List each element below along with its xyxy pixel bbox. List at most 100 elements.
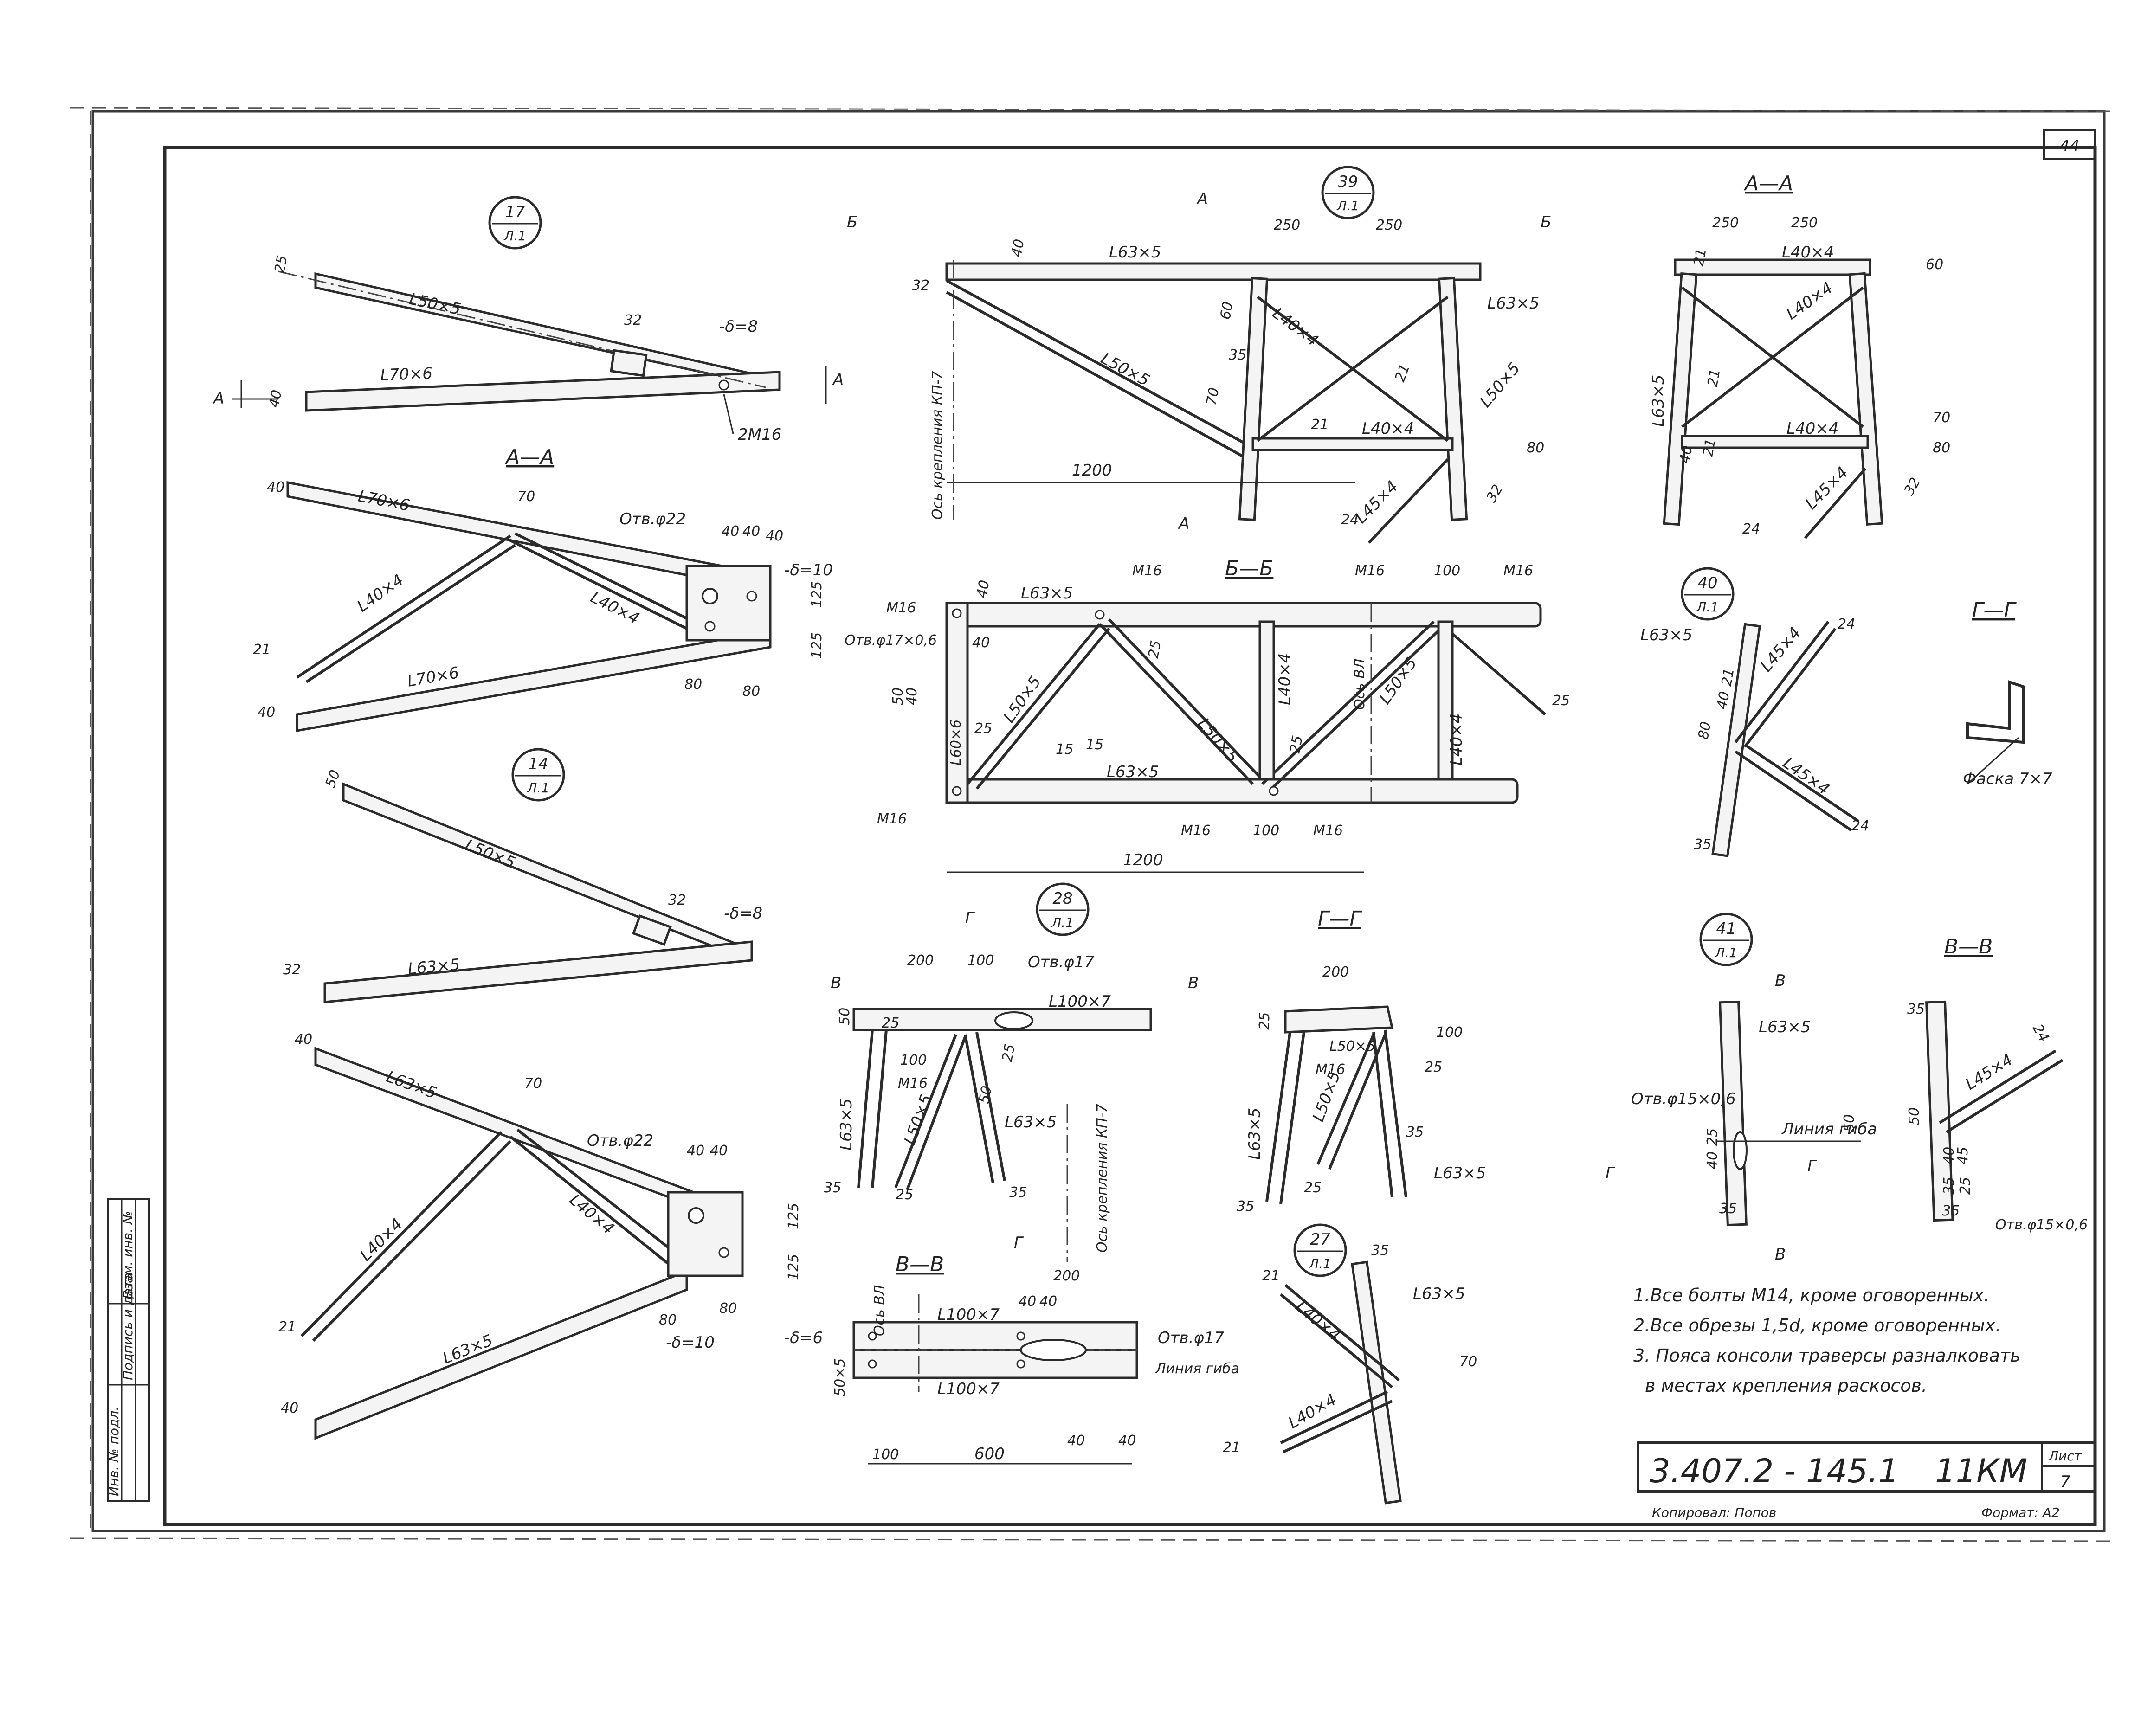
detail-39-label-l40-bot: L40×4 <box>1362 419 1414 438</box>
detail-14-sheet: Л.1 <box>527 780 549 796</box>
detail-17-dim-25: 25 <box>271 254 290 275</box>
detail-39-dim-32b: 32 <box>1483 482 1506 505</box>
bb-label-l50-c: L50×5 <box>1194 714 1242 766</box>
aa-right-label-l40-top: L40×4 <box>1782 243 1834 262</box>
detail-14-label-l50: L50×5 <box>463 836 518 872</box>
vv-right-dim-45: 45 <box>1955 1147 1971 1164</box>
detail-39-dim-250b: 250 <box>1376 217 1402 233</box>
aa-left-dim-80a: 80 <box>684 676 702 693</box>
detail-41-dim-35: 35 <box>1719 1201 1737 1217</box>
detail-39-dim-35: 35 <box>1229 347 1246 363</box>
vv-right-label-l45: L45×4 <box>1962 1050 2016 1093</box>
sheet-number-top: 44 <box>2059 137 2079 155</box>
section-aa-right: А—А L40×4 L40×4 L40×4 L63×5 L45×4 250 25… <box>1649 172 1950 539</box>
gg-mid-dim-25b: 25 <box>1425 1059 1442 1075</box>
gg-mid-label-l63-b: L63×5 <box>1434 1164 1486 1183</box>
vv-left-dim-40d: 40 <box>1118 1433 1136 1449</box>
gg-right-chamfer: Фаска 7×7 <box>1963 770 2052 788</box>
vv-left-label-bend: Линия гиба <box>1155 1361 1239 1377</box>
detail-28-label-l63-a: L63×5 <box>837 1099 856 1151</box>
aa-left-dim-40b: 40 <box>742 523 760 540</box>
lower-left-dim-80a: 80 <box>659 1312 677 1328</box>
bb-label-l63-bot: L63×5 <box>1107 763 1159 781</box>
bb-label-l40-b: L40×4 <box>1447 714 1466 765</box>
detail-28-label-l100: L100×7 <box>1049 992 1111 1011</box>
detail-41-label-bend: Линия гиба <box>1781 1120 1877 1138</box>
detail-17-number: 17 <box>505 203 525 221</box>
section-bb-title: Б—Б <box>1225 557 1273 580</box>
detail-28-dim-50: 50 <box>837 1008 853 1025</box>
detail-28-dim-25c: 25 <box>882 1015 899 1031</box>
lower-left-dim-40a: 40 <box>687 1143 704 1159</box>
gg-mid-dim-200: 200 <box>1322 964 1349 980</box>
detail-14-marker <box>511 748 565 802</box>
aa-left-dim-21: 21 <box>253 642 271 658</box>
aa-left-dim-40c: 40 <box>267 479 284 495</box>
detail-40-dim-24a: 24 <box>1838 616 1855 632</box>
detail-40-number: 40 <box>1697 574 1717 592</box>
gg-mid-dim-35b: 35 <box>1237 1198 1254 1215</box>
detail-14-dim-32b: 32 <box>283 962 301 978</box>
note-2: 2.Все обрезы 1,5d, кроме оговоренных. <box>1633 1315 2001 1336</box>
stamp-list-value: 7 <box>2060 1472 2070 1491</box>
aa-right-dim-21b: 21 <box>1704 368 1723 388</box>
note-3: 3. Пояса консоли траверсы разналковать <box>1633 1345 2020 1366</box>
detail-28-label-m16: М16 <box>898 1075 928 1092</box>
detail-41-section-v-top: В <box>1775 971 1786 990</box>
detail-17-marker <box>488 196 542 250</box>
gg-mid-dim-25a: 25 <box>1257 1012 1273 1030</box>
detail-41: 41 Л.1 В В Г Г L63×5 Отв.φ15×0,6 Линия г… <box>1606 913 1877 1264</box>
aa-right-label-l40-mid: L40×4 <box>1783 278 1836 323</box>
bb-dim-40b: 40 <box>972 635 990 651</box>
aa-left-dim-125b: 125 <box>809 632 825 659</box>
detail-41-label-l63: L63×5 <box>1759 1018 1811 1036</box>
bb-dim-1200: 1200 <box>1123 851 1163 869</box>
detail-28: 28 Л.1 Г Г В В 200 100 Отв.φ17 L100×7 50… <box>824 882 1199 1262</box>
aa-right-dim-70: 70 <box>1933 410 1950 426</box>
detail-41-number: 41 <box>1716 919 1736 938</box>
aa-left-dim-125a: 125 <box>809 581 825 608</box>
detail-28-number: 28 <box>1052 889 1072 908</box>
detail-28-dim-200: 200 <box>907 952 934 969</box>
detail-41-dim-40: 40 <box>1704 1151 1721 1169</box>
bb-label-m16-d: М16 <box>1503 563 1533 579</box>
side-stamp: Инв. № подл. Подпись и дата Взам. инв. № <box>106 1198 150 1502</box>
side-stamp-inv: Инв. № подл. <box>106 1407 122 1496</box>
stamp-copied-by: Копировал: Попов <box>1652 1505 1776 1520</box>
detail-27-dim-21a: 21 <box>1262 1268 1280 1284</box>
detail-14-label-plate: -δ=8 <box>724 904 762 923</box>
detail-17: 17 Л.1 А А L50×5 L70×6 -δ=8 2М16 32 25 4… <box>213 196 844 444</box>
detail-41-label-hole: Отв.φ15×0,6 <box>1631 1090 1736 1108</box>
detail-39-dim-250a: 250 <box>1274 217 1300 233</box>
section-gg-right: Г—Г Фаска 7×7 <box>1963 598 2052 788</box>
aa-right-dim-250b: 250 <box>1791 215 1818 231</box>
stamp-list-label: Лист <box>2048 1448 2082 1464</box>
section-vv-right: В—В 35 24 L45×4 50 40 45 35 35 25 Отв.φ1… <box>1906 935 2088 1233</box>
title-block: 3.407.2 - 145.1 11КМ Лист 7 Копировал: П… <box>1637 1441 2096 1520</box>
aa-left-dim-40e: 40 <box>766 528 783 544</box>
detail-39-label-l40: L40×4 <box>1269 304 1322 350</box>
aa-left-dim-80b: 80 <box>742 683 760 700</box>
detail-28-dim-100b: 100 <box>900 1052 927 1068</box>
stamp-mark: 11КМ <box>1935 1452 2027 1490</box>
bb-label-l40-a: L40×4 <box>1276 653 1294 705</box>
section-vv-right-title: В—В <box>1944 935 1993 958</box>
detail-14-number: 14 <box>528 755 548 773</box>
detail-41-sheet: Л.1 <box>1715 945 1737 960</box>
detail-40-dim-40: 40 <box>1714 690 1733 711</box>
detail-27-label-l40-a: L40×4 <box>1292 1297 1344 1345</box>
bb-label-m16-a: М16 <box>886 600 916 616</box>
detail-28-dim-25b: 25 <box>896 1187 913 1203</box>
detail-28-label-hole: Отв.φ17 <box>1028 953 1094 971</box>
detail-28-dim-100: 100 <box>967 952 994 969</box>
detail-40-sheet: Л.1 <box>1696 599 1719 615</box>
detail-17-label-plate: -δ=8 <box>719 317 758 336</box>
detail-27: 27 Л.1 35 L63×5 21 L40×4 70 L40×4 21 <box>1223 1223 1477 1505</box>
detail-27-sheet: Л.1 <box>1309 1256 1331 1271</box>
vv-right-dim-35c: 35 <box>1942 1203 1960 1219</box>
detail-17-dim-40: 40 <box>266 389 285 409</box>
detail-41-dim-50: 50 <box>1841 1114 1857 1132</box>
detail-28-dim-35b: 35 <box>1009 1184 1027 1201</box>
detail-41-marker <box>1699 913 1753 966</box>
bb-label-m16-f: М16 <box>1181 823 1211 839</box>
